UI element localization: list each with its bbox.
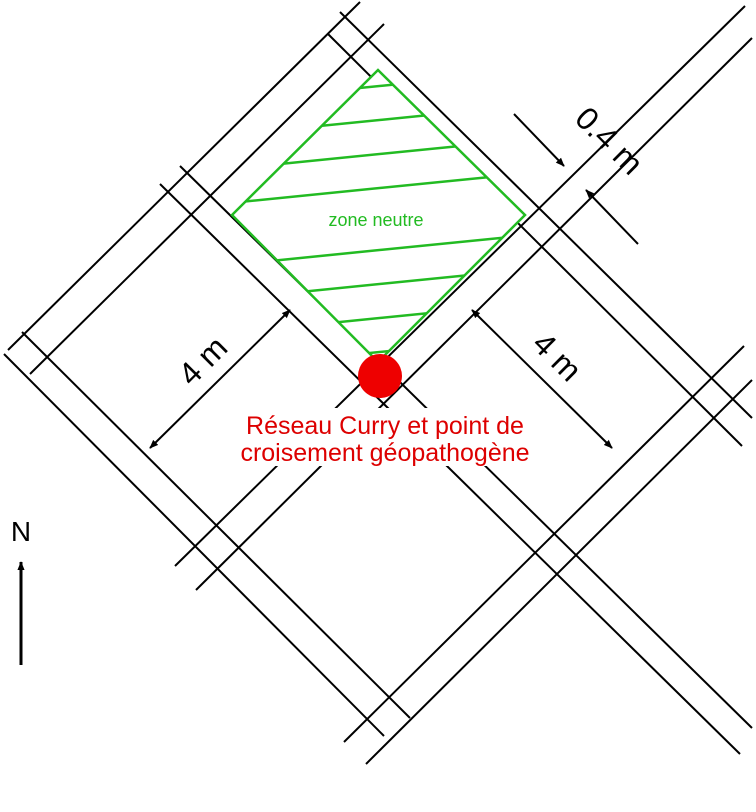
crossing-label-bg (226, 408, 544, 466)
dimension-label-right: 4 m (526, 325, 589, 388)
crossing-point (358, 354, 402, 398)
dimension-arrow-right (471, 309, 613, 449)
band-width-arrow-upper (513, 113, 565, 167)
dimension-label-left-bg (168, 326, 236, 394)
north-label: N (11, 516, 31, 547)
crossing-label-line1: Réseau Curry et point de (246, 412, 524, 440)
dimension-label-right-bg (524, 322, 592, 390)
neutral-zone-label: zone neutre (328, 210, 423, 230)
dimension-arrow-left (149, 309, 291, 449)
band-width-arrow-lower (585, 189, 639, 245)
dimension-label-left: 4 m (171, 329, 234, 392)
neutral-zone-label-bg (314, 209, 440, 231)
crossing-label-line2: croisement géopathogène (240, 439, 529, 467)
